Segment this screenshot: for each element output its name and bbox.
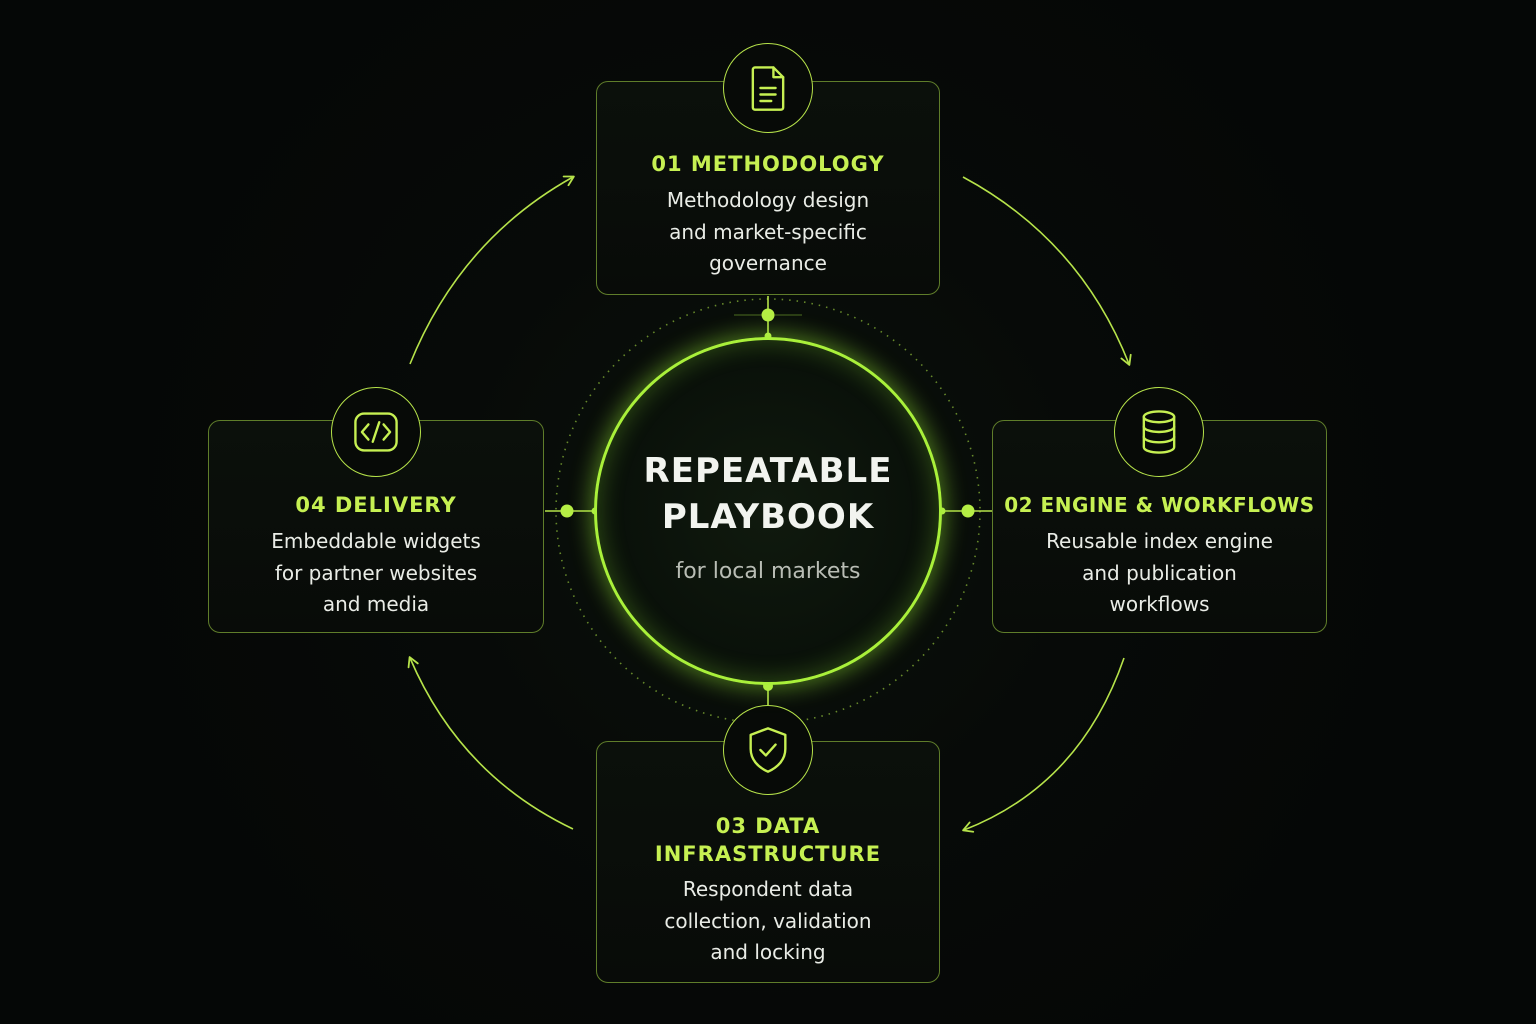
step-description-line: and market-specific: [669, 219, 867, 244]
flow-arrow-03-to-04: [407, 656, 574, 830]
step-description-line: and locking: [710, 940, 826, 964]
database-icon: [1142, 410, 1176, 454]
hub-title: REPEATABLE PLAYBOOK: [597, 448, 939, 540]
step-description: Methodology design and market-specific g…: [597, 185, 939, 280]
central-hub-circle: REPEATABLE PLAYBOOK for local markets: [594, 337, 942, 685]
step-description-line: collection, validation: [664, 908, 872, 933]
flow-arrow-01-to-02: [962, 176, 1132, 366]
step-description-line: governance: [709, 251, 827, 275]
step-title-line: INFRASTRUCTURE: [654, 842, 882, 866]
step-description-line: Embeddable widgets: [271, 529, 481, 553]
step-description-line: and media: [322, 592, 430, 616]
icon-badge-methodology: [723, 43, 813, 133]
step-card-data-infrastructure: 03 DATA INFRASTRUCTURE Respondent data c…: [596, 741, 940, 983]
step-description-line: workflows: [1109, 592, 1210, 616]
document-icon: [751, 66, 785, 111]
connector-dot-right: [961, 504, 975, 518]
step-description: Respondent data collection, validation a…: [597, 874, 939, 969]
step-title: 04 DELIVERY: [295, 493, 457, 517]
step-title: 02 ENGINE & WORKFLOWS: [1004, 493, 1315, 517]
hub-title-line: PLAYBOOK: [661, 497, 875, 537]
hub-title-line: REPEATABLE: [643, 451, 893, 491]
step-title: 01 METHODOLOGY: [651, 152, 885, 176]
flow-arrow-04-to-01: [409, 175, 575, 365]
icon-badge-data: [723, 705, 813, 795]
step-description: Embeddable widgets for partner websites …: [209, 526, 543, 621]
step-description-line: Respondent data: [682, 877, 854, 901]
shield-check-icon: [749, 727, 787, 773]
icon-badge-engine: [1114, 387, 1204, 477]
step-description-line: Reusable index engine: [1046, 529, 1273, 553]
step-description-line: Methodology design: [666, 188, 870, 212]
flow-arrow-02-to-03: [962, 657, 1125, 833]
step-description-line: for partner websites: [274, 560, 478, 585]
icon-badge-delivery: [331, 387, 421, 477]
step-title-line: 03 DATA: [715, 814, 821, 838]
step-description: Reusable index engine and publication wo…: [993, 526, 1326, 621]
code-icon: [354, 412, 398, 452]
step-title: 03 DATA INFRASTRUCTURE: [597, 812, 939, 868]
step-description-line: and publication: [1082, 560, 1237, 585]
hub-subtitle: for local markets: [675, 559, 861, 584]
connector-dot-top: [761, 308, 775, 322]
connector-dot-left: [560, 504, 574, 518]
